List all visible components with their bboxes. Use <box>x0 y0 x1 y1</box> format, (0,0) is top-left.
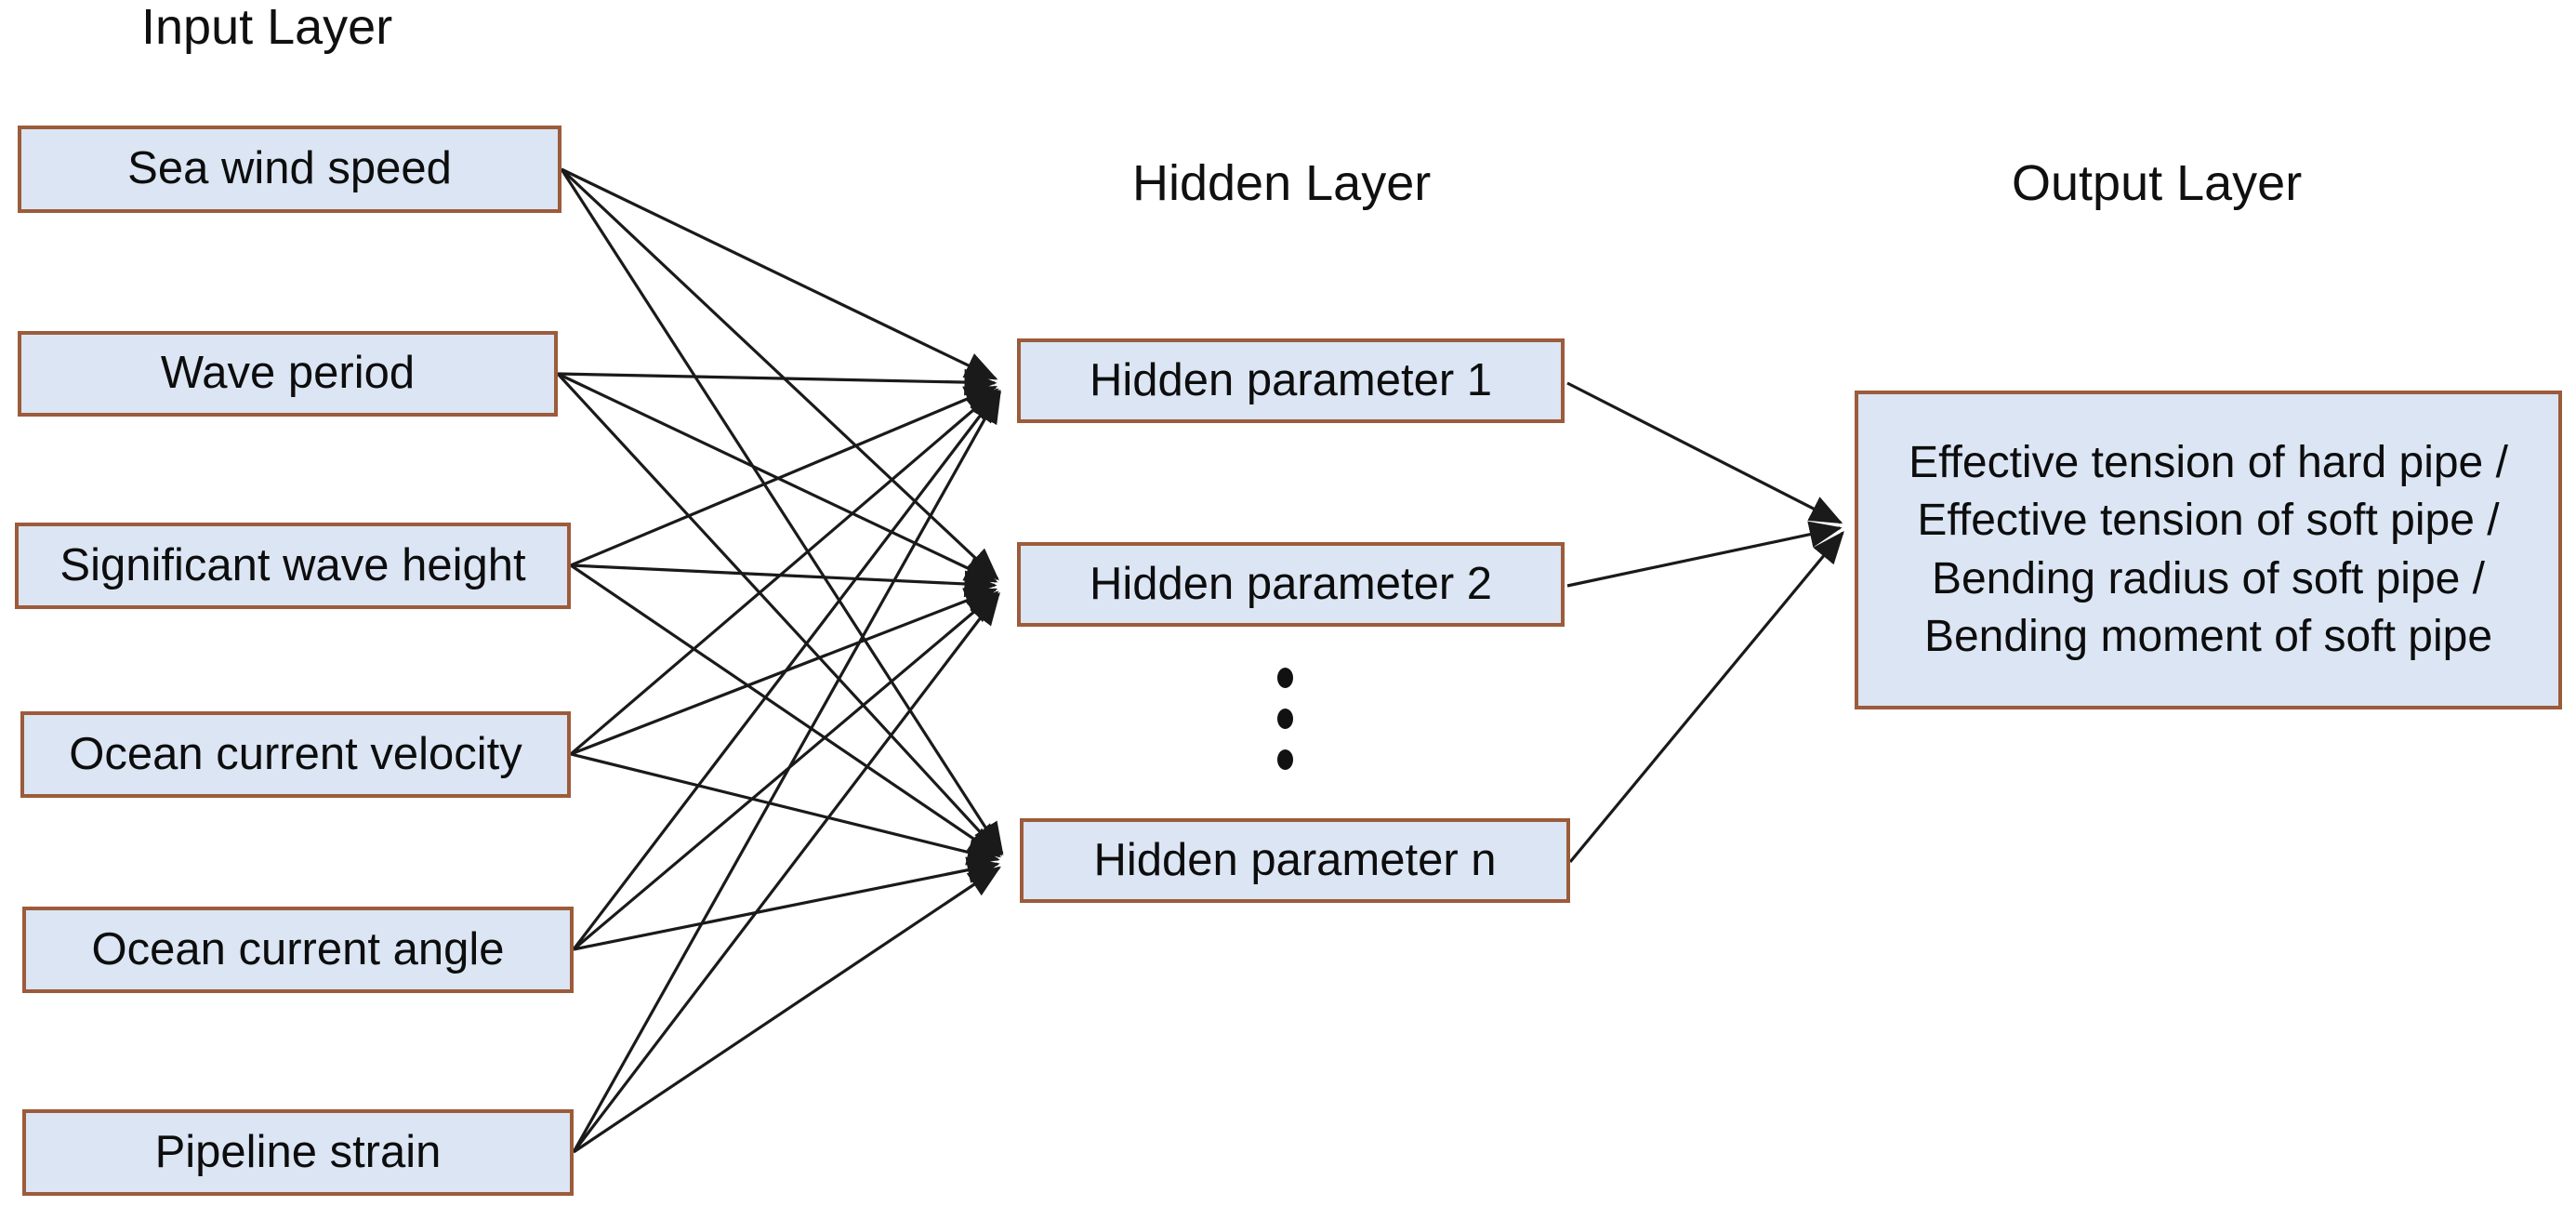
node-label: Ocean current angle <box>91 923 505 974</box>
node-label: Hidden parameter n <box>1093 834 1497 885</box>
layer-title-input: Input Layer <box>141 0 393 55</box>
layer-title-hidden: Hidden Layer <box>1132 155 1432 211</box>
input-node-wave-period[interactable]: Wave period <box>18 331 558 417</box>
node-label: Wave period <box>160 348 416 399</box>
input-node-ocean-current-velocity[interactable]: Ocean current velocity <box>20 711 571 798</box>
vertical-ellipsis-icon <box>1275 668 1294 770</box>
input-node-ocean-current-angle[interactable]: Ocean current angle <box>22 907 574 993</box>
node-label: Ocean current velocity <box>69 728 522 779</box>
input-node-significant-wave-height[interactable]: Significant wave height <box>15 523 571 609</box>
hidden-node-parameter-2[interactable]: Hidden parameter 2 <box>1017 542 1565 627</box>
node-label: Pipeline strain <box>154 1126 442 1177</box>
layer-title-output: Output Layer <box>2012 155 2303 211</box>
node-label: Hidden parameter 2 <box>1089 558 1493 609</box>
edges-hidden-to-output <box>1566 381 1844 864</box>
hidden-node-parameter-1[interactable]: Hidden parameter 1 <box>1017 338 1565 423</box>
node-label: Hidden parameter 1 <box>1089 354 1493 405</box>
node-label: Sea wind speed <box>127 143 452 194</box>
hidden-node-parameter-n[interactable]: Hidden parameter n <box>1020 818 1570 903</box>
input-node-pipeline-strain[interactable]: Pipeline strain <box>22 1109 574 1196</box>
node-label: Effective tension of hard pipe / Effecti… <box>1909 437 2508 661</box>
input-node-sea-wind-speed[interactable]: Sea wind speed <box>18 126 561 213</box>
edges-input-to-hidden <box>556 167 1004 1154</box>
node-label: Significant wave height <box>59 539 526 590</box>
output-node-predictions[interactable]: Effective tension of hard pipe / Effecti… <box>1855 391 2562 709</box>
